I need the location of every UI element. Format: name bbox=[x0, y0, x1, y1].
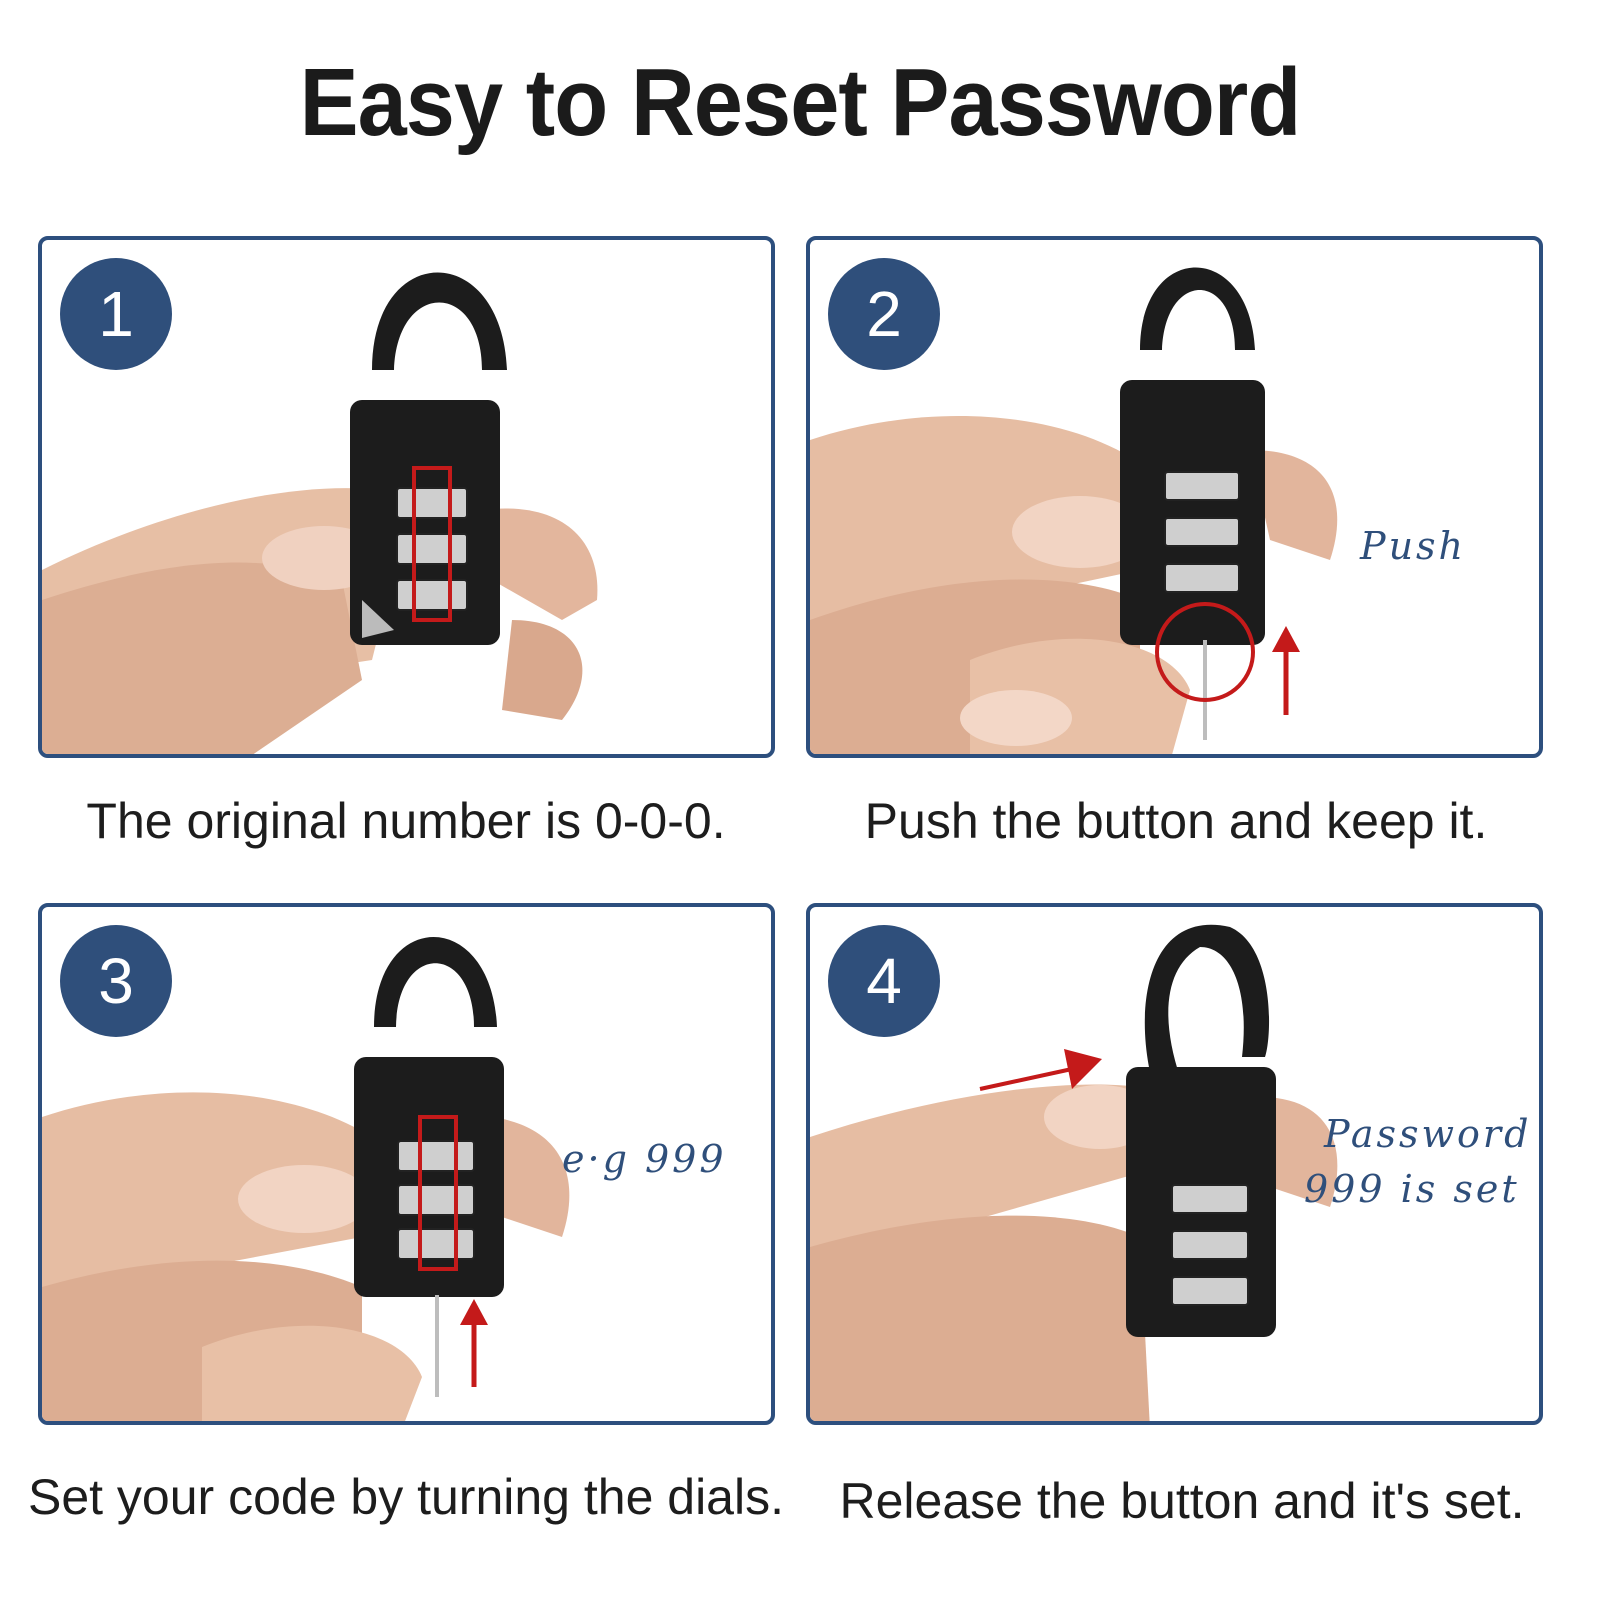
password-note-line1: Password bbox=[1324, 1112, 1532, 1156]
step-number-badge: 4 bbox=[828, 925, 940, 1037]
step-4-photo bbox=[810, 924, 1338, 1421]
password-note-line2: 999 is set bbox=[1304, 1167, 1520, 1211]
step-number-badge: 1 bbox=[60, 258, 172, 370]
step-3-panel: 3 e·g 999 bbox=[38, 903, 775, 1425]
step-1-photo bbox=[42, 272, 598, 754]
step-number-badge: 2 bbox=[828, 258, 940, 370]
step-2-panel: 2 Push bbox=[806, 236, 1543, 758]
example-note: e·g 999 bbox=[562, 1137, 727, 1181]
step-1-caption: The original number is 0-0-0. bbox=[86, 793, 726, 849]
step-4-panel: 4 Password 999 is set bbox=[806, 903, 1543, 1425]
step-number-badge: 3 bbox=[60, 925, 172, 1037]
step-3-photo bbox=[42, 937, 570, 1421]
step-4-caption: Release the button and it's set. bbox=[839, 1473, 1525, 1529]
step-3-caption: Set your code by turning the dials. bbox=[27, 1469, 784, 1525]
push-note: Push bbox=[1360, 524, 1467, 568]
step-2-caption: Push the button and keep it. bbox=[864, 793, 1488, 849]
step-1-panel: 1 bbox=[38, 236, 775, 758]
step-2-photo bbox=[810, 267, 1338, 754]
page-title: Easy to Reset Password bbox=[299, 49, 1302, 156]
